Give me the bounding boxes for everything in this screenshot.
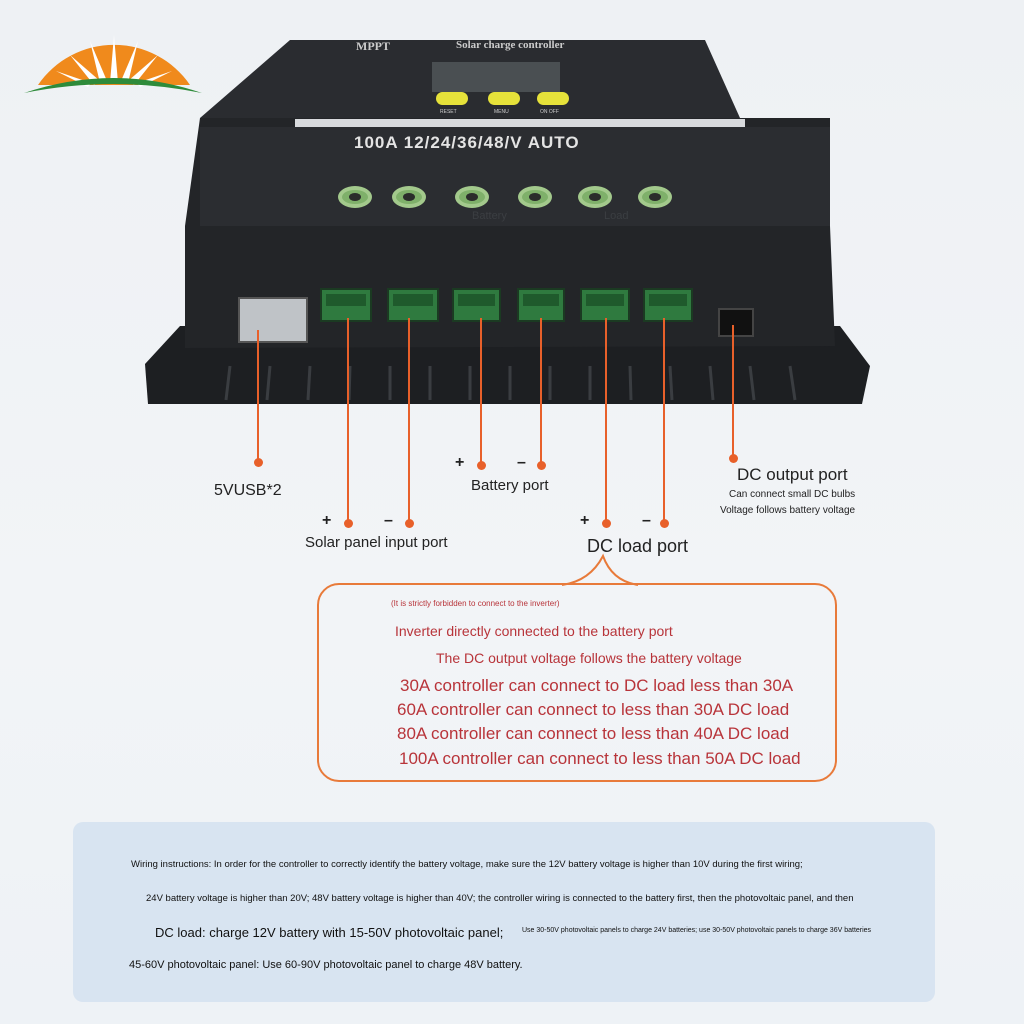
dc-output-label: DC output port	[737, 465, 848, 484]
reset-button[interactable]	[436, 92, 468, 105]
minus-sign: –	[384, 512, 393, 529]
terminal-screw	[518, 186, 552, 208]
load-neg-dot	[660, 519, 669, 528]
dc-out-dot	[729, 454, 738, 463]
solar-neg-dot	[405, 519, 414, 528]
solar-pos-dot	[344, 519, 353, 528]
terminal-screw	[392, 186, 426, 208]
plus-sign: +	[455, 454, 465, 471]
usb-label: 5VUSB*2	[214, 482, 282, 499]
battery-neg-dot	[537, 461, 546, 470]
on-off-button[interactable]	[537, 92, 569, 105]
battery-neg-leader	[540, 318, 542, 465]
callout-line1: Inverter directly connected to the batte…	[395, 623, 673, 639]
terminal-screw	[638, 186, 672, 208]
callout-line2: The DC output voltage follows the batter…	[436, 650, 742, 666]
battery-body-label: Battery	[472, 210, 507, 222]
wiring-line3b: Use 30-50V photovoltaic panels to charge…	[522, 927, 872, 934]
device-title: Solar charge controller	[456, 39, 565, 51]
wiring-line1: Wiring instructions: In order for the co…	[131, 859, 803, 870]
load-negative-terminal	[643, 288, 693, 322]
menu-label: MENU	[494, 109, 509, 115]
usb-dot	[254, 458, 263, 467]
model-line: 100A 12/24/36/48/V AUTO	[354, 133, 580, 152]
battery-negative-terminal	[517, 288, 565, 322]
terminal-screw	[578, 186, 612, 208]
terminal-screw	[455, 186, 489, 208]
dc-output-sub2: Voltage follows battery voltage	[720, 505, 856, 516]
callout-box	[317, 583, 837, 782]
wiring-line4: 45-60V photovoltaic panel: Use 60-90V ph…	[129, 959, 523, 971]
limit-100a: 100A controller can connect to less than…	[399, 749, 801, 768]
plus-sign: +	[322, 512, 332, 529]
load-positive-terminal	[580, 288, 630, 322]
limit-80a: 80A controller can connect to less than …	[397, 724, 790, 743]
usb-leader	[257, 330, 259, 462]
load-body-label: Load	[604, 210, 629, 222]
terminal-screw	[338, 186, 372, 208]
battery-positive-terminal	[452, 288, 501, 322]
plus-sign: +	[580, 512, 590, 529]
wiring-instructions-box	[73, 822, 935, 1002]
limit-60a: 60A controller can connect to less than …	[397, 700, 790, 719]
minus-sign: –	[517, 454, 526, 471]
dc-output-jack	[718, 308, 754, 337]
reset-label: RESET	[440, 109, 457, 115]
menu-button[interactable]	[488, 92, 520, 105]
solar-pos-leader	[347, 318, 349, 523]
limit-30a: 30A controller can connect to DC load le…	[400, 676, 794, 695]
wiring-line2: 24V battery voltage is higher than 20V; …	[146, 893, 854, 904]
battery-pos-dot	[477, 461, 486, 470]
solar-label: Solar panel input port	[305, 534, 448, 551]
load-neg-leader	[663, 318, 665, 523]
solar-positive-terminal	[320, 288, 372, 322]
dc-load-label: DC load port	[587, 536, 689, 556]
minus-sign: –	[642, 512, 651, 529]
battery-pos-leader	[480, 318, 482, 465]
dc-out-leader	[732, 325, 734, 458]
usb-port	[238, 297, 308, 343]
brand-label: MPPT	[356, 39, 390, 53]
on-off-label: ON OFF	[540, 109, 559, 115]
load-pos-leader	[605, 318, 607, 523]
wiring-line3a: DC load: charge 12V battery with 15-50V …	[155, 925, 504, 940]
solar-negative-terminal	[387, 288, 439, 322]
warning-text: (It is strictly forbidden to connect to …	[391, 599, 560, 608]
sun-logo	[24, 35, 202, 93]
battery-label: Battery port	[471, 477, 549, 494]
callout-pointer	[561, 553, 639, 586]
solar-neg-leader	[408, 318, 410, 523]
dc-output-sub1: Can connect small DC bulbs	[729, 489, 856, 500]
load-pos-dot	[602, 519, 611, 528]
